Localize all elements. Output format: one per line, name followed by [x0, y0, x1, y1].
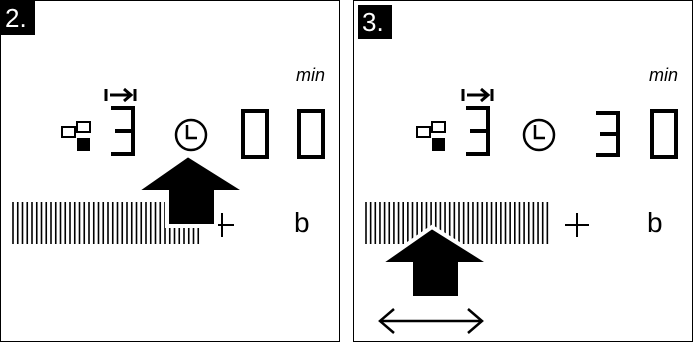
timer-digit-seven-seg [241, 109, 269, 159]
minutes-unit-label: min [648, 65, 678, 85]
timer-digit-seven-seg [596, 111, 620, 157]
cooking-zone-icon [61, 121, 91, 151]
zone-digit-seven-seg [111, 106, 135, 156]
timer-arrow-icon [461, 87, 494, 103]
timer-arrow-icon [104, 87, 137, 103]
clock-icon [522, 118, 556, 152]
step-number-badge: 3. [358, 5, 392, 39]
side-letter: b [294, 207, 310, 238]
side-letter: b [647, 207, 663, 238]
minutes-unit-label: min [295, 65, 325, 85]
timer-digit-seven-seg [650, 109, 678, 159]
touch-slider[interactable] [365, 202, 549, 244]
timer-digit-seven-seg [297, 109, 325, 159]
swipe-double-arrow-icon [378, 308, 484, 334]
pointing-arrow [128, 152, 254, 228]
step-2-panel: 2. min b [0, 0, 340, 342]
plus-icon[interactable] [565, 213, 589, 237]
zone-digit-seven-seg [466, 106, 490, 156]
clock-icon [174, 118, 208, 152]
cooking-zone-icon [416, 121, 446, 151]
step-3-panel: 3. min b [353, 0, 693, 342]
display-art [12, 87, 325, 244]
pointing-arrow [372, 224, 498, 300]
step-number-badge: 2. [1, 1, 35, 35]
display-art [365, 87, 678, 334]
